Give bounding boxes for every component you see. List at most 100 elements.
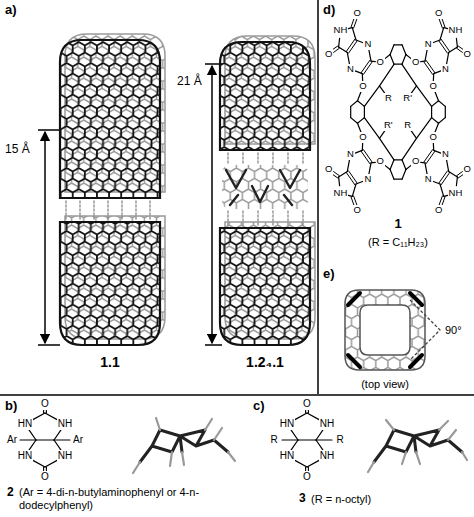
imide-bond xyxy=(339,47,348,52)
imide-bond xyxy=(339,38,340,47)
ether-bond xyxy=(421,162,425,164)
atom-label: NH xyxy=(319,450,335,462)
imide-bond xyxy=(348,195,352,197)
pyrazine-bond xyxy=(426,60,435,72)
atom-label: O xyxy=(411,156,420,167)
pyrazine-bond xyxy=(349,41,358,53)
hydrogen-bond xyxy=(65,201,66,219)
pyrazine-bond xyxy=(363,62,372,74)
pyrazine-bond xyxy=(355,71,362,74)
carbonyl-bond xyxy=(354,196,357,205)
angle-line xyxy=(410,300,440,360)
dimension-label: 21 Å xyxy=(176,75,203,89)
cavitand-wall xyxy=(60,40,160,198)
ring-bond xyxy=(291,430,298,440)
atom-label: NH xyxy=(319,418,335,430)
atom-label: O xyxy=(353,205,362,216)
ring-bond xyxy=(294,460,307,467)
formula-note: (R = C₁₁H₂₃) xyxy=(367,236,429,249)
atom-label: O xyxy=(302,398,312,410)
panel-letter: d) xyxy=(322,3,336,18)
ether-bond xyxy=(433,142,435,150)
benzene-bond xyxy=(351,118,358,124)
glycoluril-spacers xyxy=(222,165,308,209)
ether-bond xyxy=(435,92,439,101)
carbonyl-bond xyxy=(439,196,442,205)
hydrogen-bond xyxy=(242,211,243,225)
imide-bond xyxy=(440,184,444,196)
atom-label: HN xyxy=(17,450,33,462)
alkyl-bond xyxy=(380,131,385,139)
atom-label: R xyxy=(403,120,412,131)
imide-bond xyxy=(348,27,352,29)
benzene-bond xyxy=(390,160,394,170)
atom-label: N xyxy=(346,149,355,160)
atom-label: O xyxy=(358,81,367,92)
atom-label: N xyxy=(441,149,450,160)
pyrazine-bond xyxy=(347,52,349,64)
atom-label: HN xyxy=(17,418,33,430)
compound-label: 1.1 xyxy=(99,354,120,370)
atom-label: HN xyxy=(279,450,295,462)
atom-label: O xyxy=(302,471,312,483)
atom-label: O xyxy=(324,49,333,60)
hydrogen-bond xyxy=(107,201,108,219)
compound-label: 1.2₄.1 xyxy=(245,354,285,370)
atom-label: N xyxy=(424,174,433,185)
atom-label: N xyxy=(346,64,355,75)
pyrazine-bond xyxy=(441,39,450,51)
glycoluril-3d xyxy=(133,418,235,473)
benzene-bond xyxy=(358,118,365,124)
pyrazine-bond xyxy=(425,49,427,61)
atom-label: O xyxy=(376,156,385,167)
imide-bond xyxy=(352,28,356,40)
atom-label: O xyxy=(463,164,472,175)
atom-label: N xyxy=(363,174,372,185)
imide-bond xyxy=(456,38,457,47)
atom-label: NH xyxy=(333,188,349,199)
pyrazine-bond xyxy=(369,49,371,61)
imide-bond xyxy=(440,28,444,40)
pyrazine-bond xyxy=(424,150,433,162)
atom-label: O xyxy=(40,398,50,410)
hydrogen-bond xyxy=(302,211,303,225)
atom-label: HN xyxy=(279,418,295,430)
atom-label: NH xyxy=(448,25,464,36)
glycoluril-spacer xyxy=(226,170,300,205)
benzene-bond xyxy=(390,170,394,180)
ring-bond xyxy=(54,430,61,440)
hydrogen-bond xyxy=(79,201,80,219)
carbonyl-bond xyxy=(442,18,445,27)
dimension-tick xyxy=(38,129,60,131)
benzene-bond xyxy=(364,106,365,117)
ether-bond xyxy=(384,165,390,170)
top-view-ring xyxy=(340,285,430,375)
atom-label: NH xyxy=(333,25,349,36)
atom-label: N xyxy=(363,39,372,50)
pyrazine-bond xyxy=(425,163,427,175)
panel-letter: e) xyxy=(322,267,336,282)
imide-bond xyxy=(449,172,458,177)
benzene-bond xyxy=(394,179,402,180)
hydrogen-bond xyxy=(227,153,228,163)
dimension-tick xyxy=(205,344,222,346)
ring-bond xyxy=(32,413,45,420)
ring-bond xyxy=(54,440,61,450)
imide-bond xyxy=(449,47,458,52)
hydrogen-bond xyxy=(302,153,303,163)
atom-label: O xyxy=(376,57,385,68)
pyrazine-bond xyxy=(434,71,441,74)
atom-label: N xyxy=(424,39,433,50)
benzene-bond xyxy=(351,101,358,107)
atom-label: O xyxy=(434,205,443,216)
atom-label: R xyxy=(335,434,344,446)
cavitand-wall xyxy=(220,42,310,150)
imide-bond xyxy=(456,177,457,186)
pyrazine-bond xyxy=(447,52,449,64)
hydrogen-bond xyxy=(149,201,150,219)
imide-bond xyxy=(339,172,348,177)
atom-label: O xyxy=(358,132,367,143)
atom-label: NH xyxy=(57,450,73,462)
glycoluril-3d xyxy=(368,420,467,472)
benzene-bond xyxy=(439,101,446,107)
